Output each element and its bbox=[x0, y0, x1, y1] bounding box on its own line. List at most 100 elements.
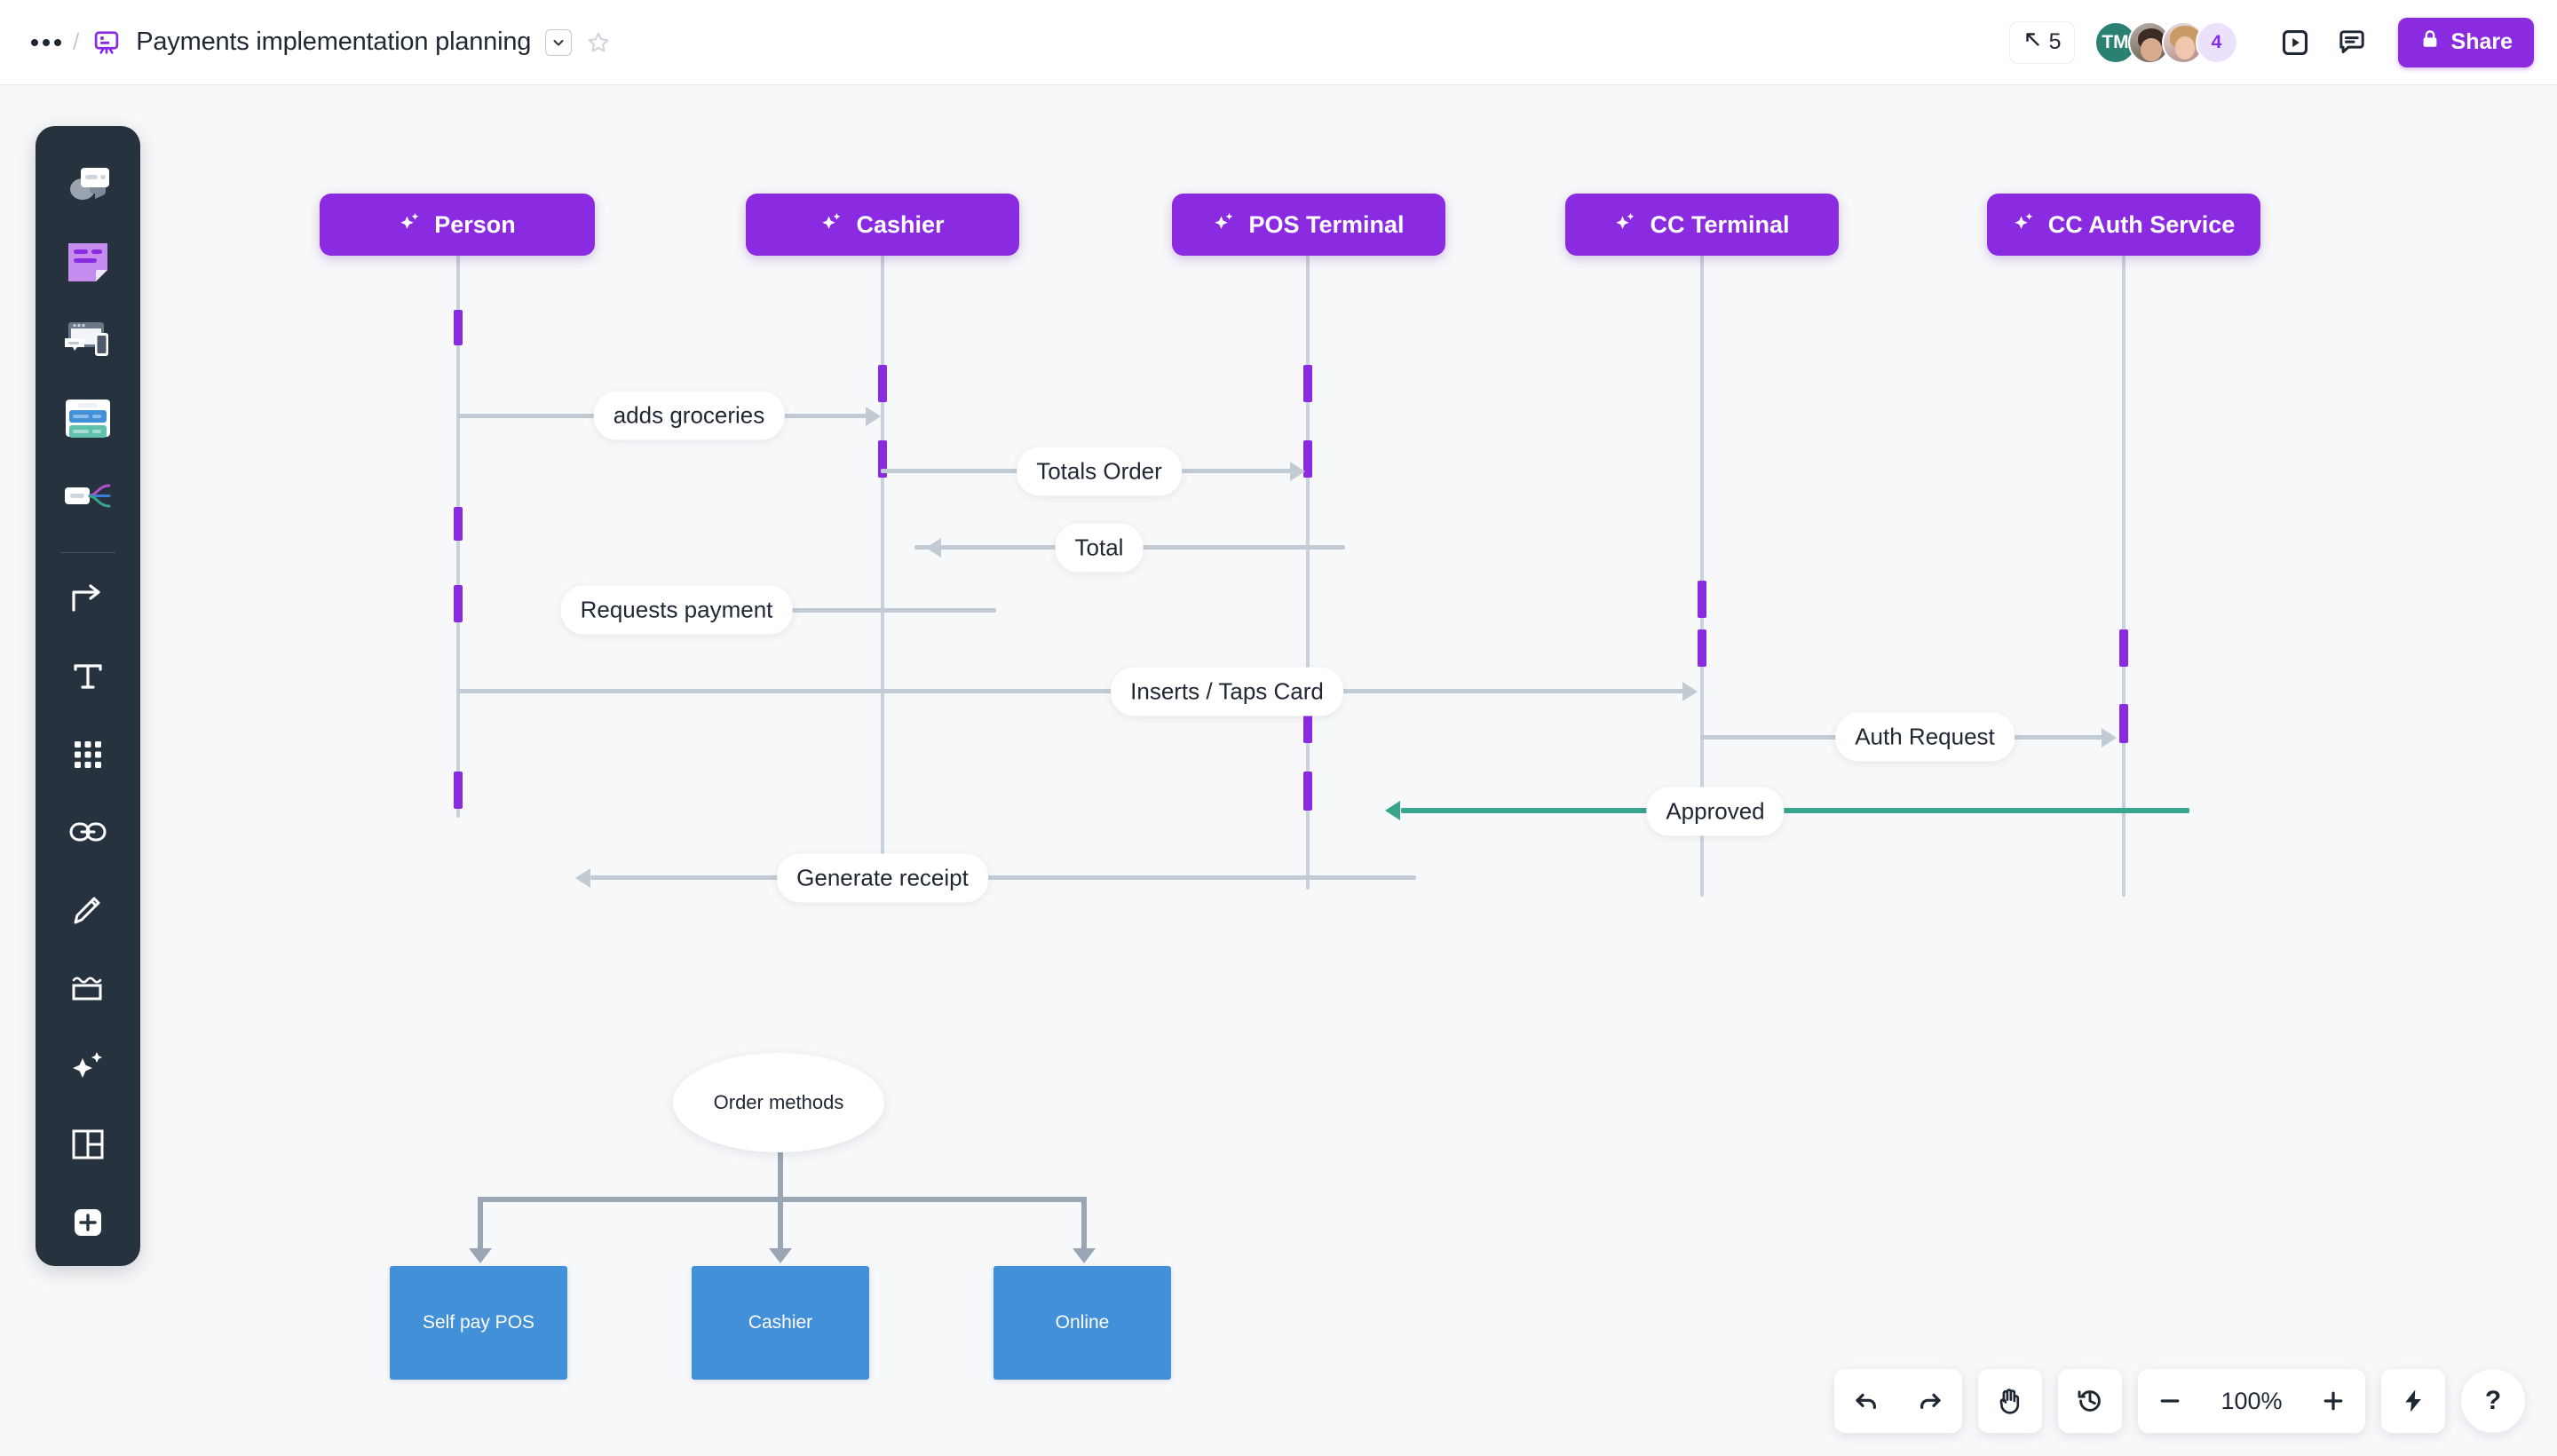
share-button[interactable]: Share bbox=[2397, 17, 2534, 67]
activation-bar[interactable] bbox=[1303, 440, 1312, 478]
activation-bar[interactable] bbox=[454, 585, 463, 622]
left-toolbar bbox=[36, 126, 140, 1266]
zoom-in-button[interactable] bbox=[2301, 1369, 2365, 1433]
activation-bar[interactable] bbox=[454, 772, 463, 809]
tool-more[interactable] bbox=[50, 1188, 126, 1262]
board-canvas[interactable]: Person Cashier POS Terminal CC Terminal … bbox=[0, 85, 2557, 1456]
message-label[interactable]: Approved bbox=[1646, 787, 1785, 836]
lifeline-pos-terminal[interactable] bbox=[1306, 256, 1310, 890]
play-presentation-icon[interactable] bbox=[2270, 18, 2320, 67]
sparkle-icon bbox=[399, 210, 422, 240]
activation-bar[interactable] bbox=[878, 365, 887, 402]
avatar-initials: TM bbox=[2102, 31, 2129, 52]
activation-bar[interactable] bbox=[1303, 365, 1312, 402]
tool-frame[interactable] bbox=[50, 954, 126, 1027]
flow-node-online[interactable]: Online bbox=[994, 1266, 1171, 1380]
activation-bar[interactable] bbox=[1303, 704, 1312, 743]
redo-arrow-icon[interactable] bbox=[1898, 1369, 1962, 1433]
message-label[interactable]: Total bbox=[1055, 523, 1144, 573]
flow-node-self-pay-pos[interactable]: Self pay POS bbox=[390, 1266, 567, 1380]
message-line-approved[interactable] bbox=[1401, 808, 2189, 813]
lifeline-cc-auth-service[interactable] bbox=[2122, 256, 2126, 897]
message-label[interactable]: Inserts / Taps Card bbox=[1111, 667, 1343, 716]
activation-bar[interactable] bbox=[2119, 629, 2128, 667]
activation-bar[interactable] bbox=[454, 507, 463, 541]
hand-pan-icon[interactable] bbox=[1978, 1369, 2042, 1433]
undo-arrow-icon[interactable] bbox=[1834, 1369, 1898, 1433]
message-label[interactable]: Requests payment bbox=[560, 585, 793, 635]
flow-connector-branch-center bbox=[778, 1197, 783, 1252]
cursor-count-label: 5 bbox=[2048, 29, 2062, 54]
zoom-level-label[interactable]: 100% bbox=[2221, 1387, 2283, 1414]
tool-ai[interactable] bbox=[50, 1032, 126, 1105]
activation-bar[interactable] bbox=[1303, 772, 1312, 811]
avatar[interactable] bbox=[2161, 20, 2205, 64]
message-line-inserts-taps-card[interactable] bbox=[456, 689, 1689, 693]
history-group bbox=[2058, 1369, 2122, 1433]
flow-node-label: Cashier bbox=[748, 1312, 813, 1333]
board-icon bbox=[91, 28, 122, 58]
breadcrumb: / Payments implementation planning bbox=[0, 28, 613, 58]
tool-pen[interactable] bbox=[50, 875, 126, 949]
lifeline-cashier[interactable] bbox=[881, 256, 884, 855]
tool-cards[interactable] bbox=[50, 384, 126, 457]
activation-bar[interactable] bbox=[878, 440, 887, 478]
lifeline-head-cc-auth-service[interactable]: CC Auth Service bbox=[1987, 194, 2260, 256]
lifeline-cc-terminal[interactable] bbox=[1700, 256, 1704, 897]
lifeline-head-person[interactable]: Person bbox=[320, 194, 595, 256]
sparkle-icon bbox=[1213, 210, 1236, 240]
activation-bar[interactable] bbox=[1698, 581, 1706, 618]
activation-bar[interactable] bbox=[2119, 704, 2128, 743]
tool-text[interactable] bbox=[50, 642, 126, 716]
chevron-down-icon[interactable] bbox=[545, 28, 573, 56]
kanban-cards-icon bbox=[64, 398, 112, 443]
activation-bar[interactable] bbox=[454, 310, 463, 345]
devices-wireframe-icon bbox=[63, 319, 113, 366]
flow-arrow-center bbox=[769, 1248, 792, 1263]
tool-wireframe[interactable] bbox=[50, 305, 126, 379]
comment-icon[interactable] bbox=[2327, 18, 2377, 67]
message-label[interactable]: adds groceries bbox=[593, 391, 785, 440]
frame-icon bbox=[69, 973, 107, 1008]
message-label[interactable]: Generate receipt bbox=[777, 853, 988, 903]
tool-sticky-note[interactable] bbox=[50, 227, 126, 301]
lifeline-head-pos-terminal[interactable]: POS Terminal bbox=[1172, 194, 1445, 256]
flow-node-order-methods[interactable]: Order methods bbox=[673, 1053, 884, 1152]
arrow-head-right bbox=[1290, 462, 1305, 481]
arrow-head-left bbox=[1385, 801, 1400, 820]
page-title: Payments implementation planning bbox=[136, 28, 532, 56]
tool-shapes[interactable] bbox=[50, 720, 126, 794]
bottom-toolbar: 100% ? bbox=[1834, 1369, 2525, 1433]
arrow-head-right bbox=[2102, 728, 2117, 748]
lifeline-head-label: POS Terminal bbox=[1248, 210, 1405, 238]
tool-templates[interactable] bbox=[50, 149, 126, 223]
flow-node-cashier[interactable]: Cashier bbox=[692, 1266, 869, 1380]
tool-link[interactable] bbox=[50, 797, 126, 871]
message-label[interactable]: Auth Request bbox=[1835, 712, 2015, 762]
tool-mindmap[interactable] bbox=[50, 462, 126, 535]
flow-arrow-left bbox=[469, 1248, 492, 1263]
zoom-out-button[interactable] bbox=[2138, 1369, 2202, 1433]
activation-bar[interactable] bbox=[1698, 629, 1706, 667]
arrow-head-left bbox=[575, 868, 590, 888]
history-clock-icon[interactable] bbox=[2058, 1369, 2122, 1433]
lightning-bolt-icon[interactable] bbox=[2381, 1369, 2445, 1433]
message-line-generate-receipt[interactable] bbox=[590, 875, 1416, 880]
arrow-head-right bbox=[1682, 682, 1698, 701]
tool-connector[interactable] bbox=[50, 564, 126, 637]
toolbar-divider bbox=[60, 551, 115, 553]
link-icon bbox=[68, 819, 107, 850]
text-icon bbox=[70, 660, 106, 698]
avatar-overflow[interactable]: 4 bbox=[2195, 20, 2238, 64]
avatar-group: TM 4 bbox=[2094, 20, 2238, 64]
tool-layout[interactable] bbox=[50, 1110, 126, 1183]
more-horizontal-icon[interactable] bbox=[27, 28, 66, 58]
flow-node-label: Online bbox=[1055, 1312, 1110, 1333]
message-label[interactable]: Totals Order bbox=[1017, 447, 1182, 496]
star-icon[interactable] bbox=[584, 28, 613, 57]
flow-connector-branch-right bbox=[1081, 1197, 1087, 1252]
lifeline-head-cc-terminal[interactable]: CC Terminal bbox=[1565, 194, 1839, 256]
cursor-count-badge[interactable]: 5 bbox=[2008, 20, 2075, 64]
help-button[interactable]: ? bbox=[2461, 1369, 2525, 1433]
lifeline-head-cashier[interactable]: Cashier bbox=[746, 194, 1019, 256]
